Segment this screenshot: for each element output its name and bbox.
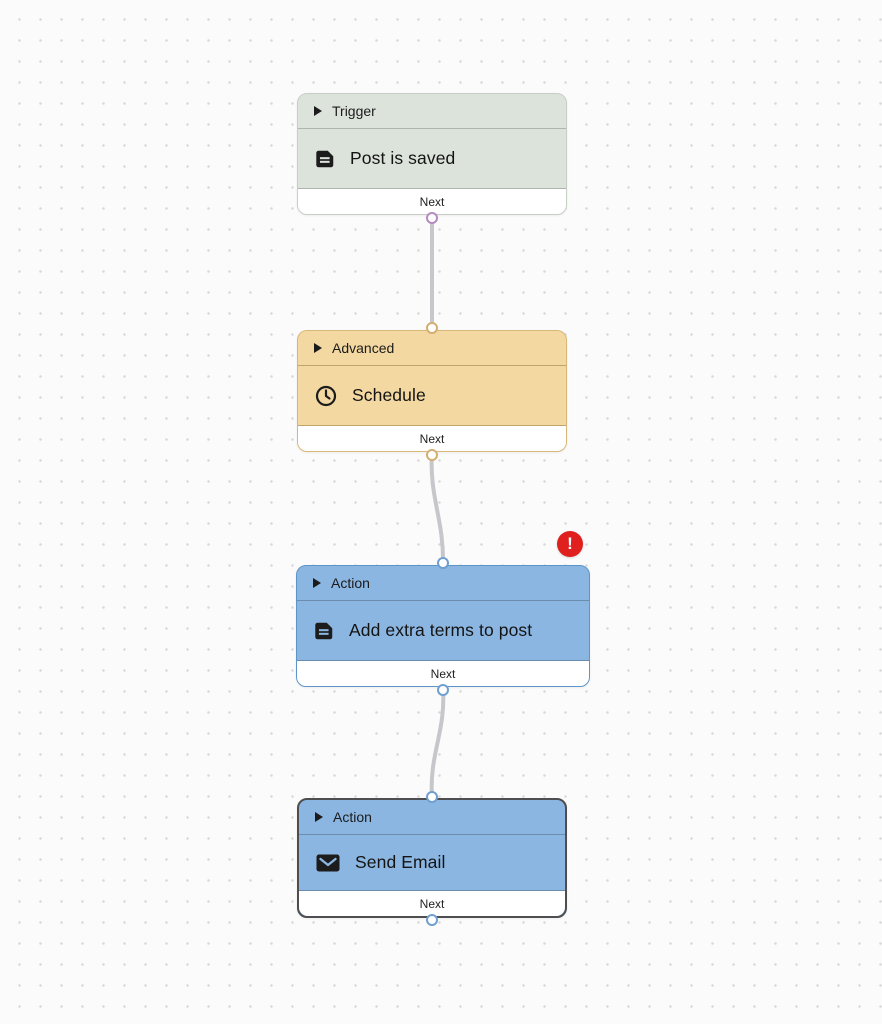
port-out[interactable]	[426, 448, 438, 461]
play-icon	[313, 578, 321, 588]
next-label: Next	[419, 194, 445, 209]
node-advanced-schedule[interactable]: Advanced Schedule Next	[297, 321, 567, 461]
connector-advanced-to-action1	[429, 450, 446, 567]
play-icon	[315, 812, 323, 822]
node-category-label: Advanced	[332, 340, 395, 356]
node-title: Schedule	[352, 385, 426, 405]
node-category-header: Trigger	[298, 94, 566, 129]
node-title: Post is saved	[350, 148, 456, 168]
document-icon	[315, 622, 333, 639]
node-body: Send Email	[299, 835, 565, 890]
error-badge[interactable]: !	[557, 531, 583, 557]
node-footer: Next	[297, 660, 589, 686]
port-in[interactable]	[426, 790, 438, 803]
play-icon	[314, 106, 322, 116]
play-icon	[314, 343, 322, 353]
node-category-label: Trigger	[332, 103, 376, 119]
node-footer: Next	[298, 188, 566, 214]
next-label: Next	[419, 431, 445, 446]
node-body: Add extra terms to post	[297, 601, 589, 660]
next-label: Next	[419, 896, 445, 911]
connector-action1-to-action2	[429, 685, 446, 800]
email-icon	[316, 854, 340, 871]
node-footer: Next	[298, 425, 566, 451]
node-category-header: Action	[297, 566, 589, 601]
port-out[interactable]	[437, 683, 449, 696]
port-in[interactable]	[437, 556, 449, 569]
node-category-header: Action	[299, 800, 565, 835]
clock-icon	[315, 385, 337, 406]
port-out[interactable]	[426, 913, 438, 926]
node-title: Add extra terms to post	[349, 620, 533, 640]
node-action-send-email[interactable]: Action Send Email Next	[297, 790, 567, 926]
node-body: Post is saved	[298, 129, 566, 188]
port-in[interactable]	[426, 321, 438, 334]
node-category-header: Advanced	[298, 331, 566, 366]
node-category-label: Action	[331, 575, 370, 591]
next-label: Next	[430, 666, 456, 681]
exclamation-icon: !	[567, 534, 573, 553]
node-body: Schedule	[298, 366, 566, 425]
port-out[interactable]	[426, 211, 438, 224]
node-action-add-extra-terms[interactable]: ! Action Add extra terms to post Next	[296, 531, 590, 696]
document-icon	[316, 150, 334, 167]
node-trigger-post-is-saved[interactable]: Trigger Post is saved Next	[297, 93, 567, 224]
node-footer: Next	[299, 890, 565, 916]
node-category-label: Action	[333, 809, 372, 825]
node-title: Send Email	[355, 852, 446, 872]
